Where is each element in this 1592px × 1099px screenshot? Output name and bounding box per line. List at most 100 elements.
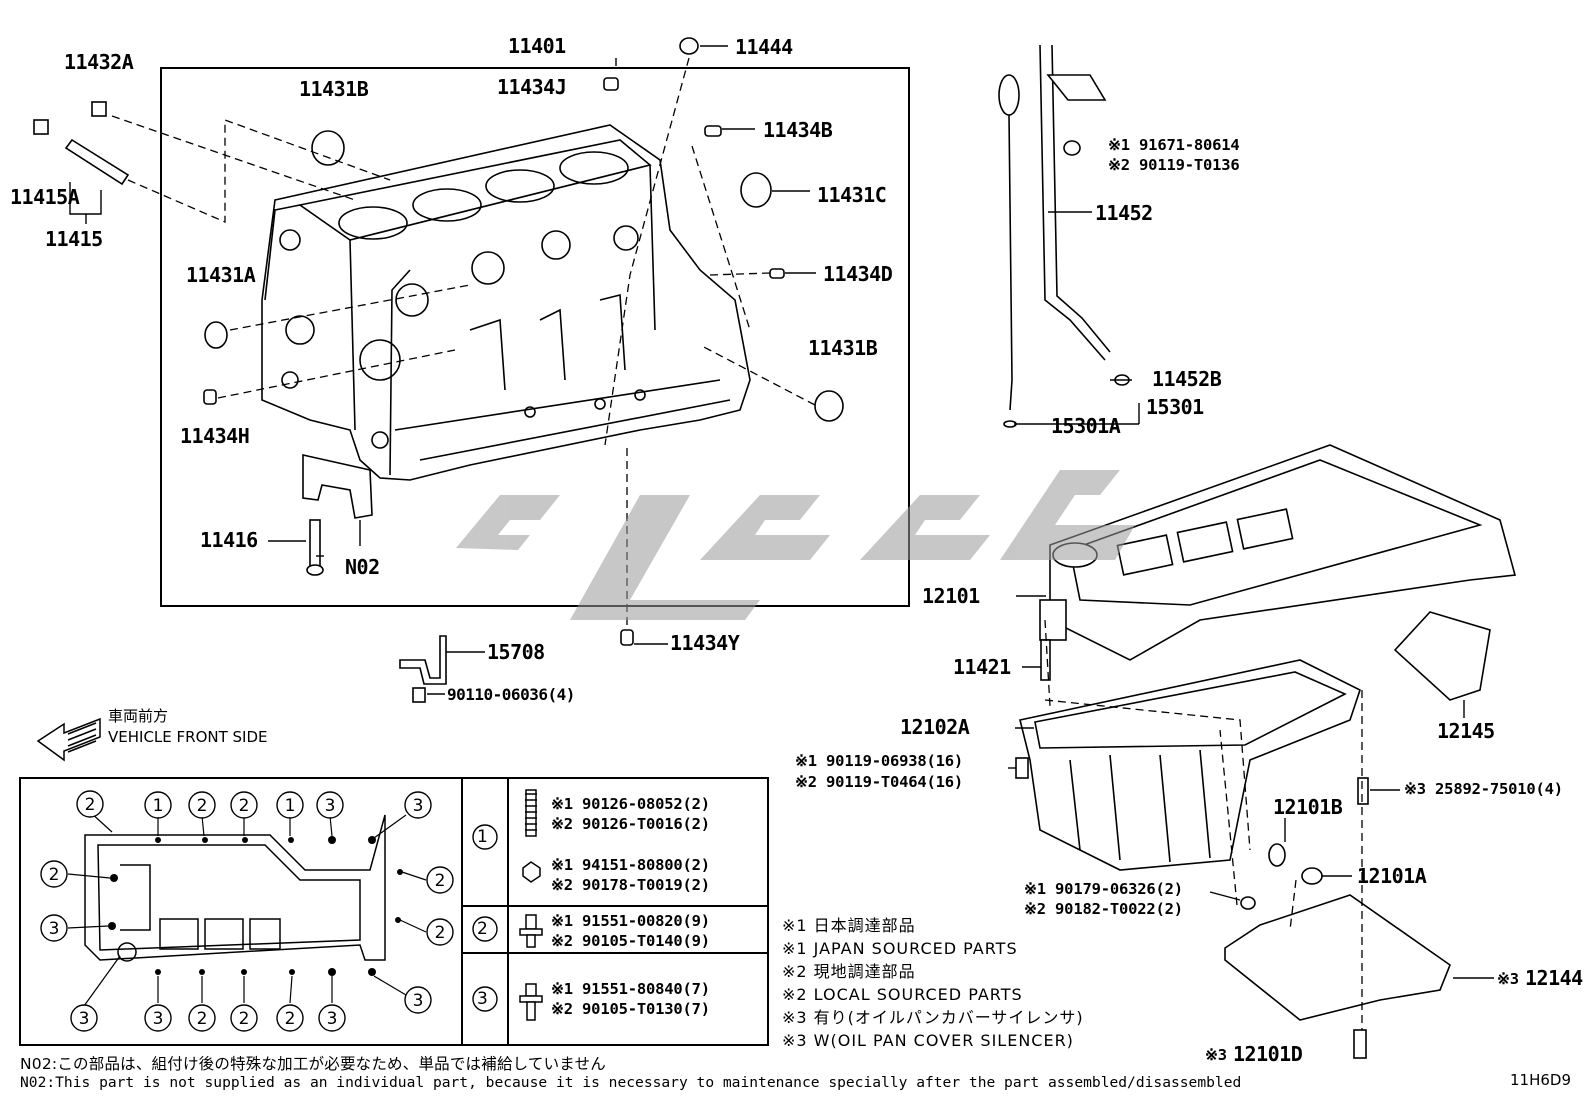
dipstick-bolt-japan: ※1 91671-80614 bbox=[1108, 136, 1240, 154]
bolt-callout-bottom-3: 2 bbox=[188, 1004, 216, 1032]
bolt-callout-number: 2 bbox=[239, 796, 250, 816]
part-15301: 15301 bbox=[1146, 395, 1204, 419]
drain-mark: ※3 bbox=[1205, 1046, 1227, 1064]
seal-11431B-drawing bbox=[814, 390, 844, 422]
stud-11421-drawing bbox=[1040, 639, 1051, 681]
bolt-callout-number: 3 bbox=[413, 991, 424, 1011]
bolt-callout-bottom-5: 2 bbox=[276, 1004, 304, 1032]
row1-stud-japan: ※1 90126-08052(2) bbox=[551, 795, 710, 813]
bolt-callout-number: 3 bbox=[413, 796, 424, 816]
bolt-callout-number: 3 bbox=[327, 1009, 338, 1029]
bolt-callout-number: 2 bbox=[197, 1009, 208, 1029]
part-11401: 11401 bbox=[508, 34, 566, 58]
oil-pan-lower-drawing bbox=[1019, 659, 1361, 871]
plug-11431C-drawing bbox=[740, 172, 772, 208]
row3-bolt-local: ※2 90105-T0130(7) bbox=[551, 1000, 710, 1018]
part-15301A: 15301A bbox=[1051, 414, 1121, 438]
bolt-callout-bottom-2: 3 bbox=[144, 1004, 172, 1032]
part-12145: 12145 bbox=[1437, 719, 1495, 743]
table-row1-mark: 1 bbox=[477, 827, 488, 847]
pan-nut-japan: ※1 90179-06326(2) bbox=[1024, 880, 1183, 898]
bolt-callout-left-2: 3 bbox=[40, 914, 68, 942]
dipstick-drawing bbox=[998, 44, 1130, 428]
note-n02-jp: N02:この部品は、組付け後の特殊な加工が必要なため、単品では補給していません bbox=[20, 1055, 606, 1073]
seal-11431A-drawing bbox=[204, 321, 228, 349]
pin-11434J-drawing bbox=[603, 77, 619, 91]
part-11431A: 11431A bbox=[186, 263, 256, 287]
leader-lines bbox=[69, 45, 1494, 979]
part-11434H: 11434H bbox=[180, 424, 250, 448]
part-11434J: 11434J bbox=[497, 75, 567, 99]
nut-pan-drawing bbox=[1240, 896, 1256, 910]
table-row3-mark: 3 bbox=[477, 989, 488, 1009]
bolt-callout-right-2: 2 bbox=[426, 918, 454, 946]
legend-line-6: ※3 W(OIL PAN COVER SILENCER) bbox=[782, 1031, 1074, 1050]
bolt-holes bbox=[108, 836, 403, 976]
part-12101B: 12101B bbox=[1273, 795, 1343, 819]
bolt-callout-top-6: 3 bbox=[316, 791, 344, 819]
part-11452: 11452 bbox=[1095, 201, 1153, 225]
pan-bolt-local: ※2 90119-T0464(16) bbox=[795, 773, 964, 791]
pin-11434Y-drawing bbox=[620, 629, 634, 646]
bolt-callout-number: 2 bbox=[197, 796, 208, 816]
row1-stud-local: ※2 90126-T0016(2) bbox=[551, 815, 710, 833]
table-fastener-icons bbox=[519, 789, 543, 1021]
part-12101D: 12101D bbox=[1233, 1042, 1303, 1066]
legend-line-4: ※2 LOCAL SOURCED PARTS bbox=[782, 985, 1023, 1004]
row1-nut-local: ※2 90178-T0019(2) bbox=[551, 876, 710, 894]
part-11434D: 11434D bbox=[823, 262, 893, 286]
bolt-callout-bottom-6: 3 bbox=[318, 1004, 346, 1032]
bolt-map-drawing bbox=[84, 814, 386, 962]
bolt-callout-number: 3 bbox=[79, 1009, 90, 1029]
part-11452B: 11452B bbox=[1152, 367, 1222, 391]
bolt-callout-number: 2 bbox=[49, 865, 60, 885]
legend-line-5: ※3 有り(オイルパンカバーサイレンサ) bbox=[782, 1008, 1084, 1027]
bolt-callout-top-1: 2 bbox=[76, 790, 104, 818]
bolt-11416-drawing bbox=[306, 519, 324, 576]
bolt-callout-bottom-1: 3 bbox=[70, 1004, 98, 1032]
part-12102A: 12102A bbox=[900, 715, 970, 739]
part-N02: N02 bbox=[345, 555, 380, 579]
dashed-lines bbox=[111, 57, 1363, 1030]
bolt-callout-top-4: 2 bbox=[230, 791, 258, 819]
pin-11434B-drawing bbox=[704, 125, 722, 137]
part-11431C: 11431C bbox=[817, 183, 887, 207]
part-11432A: 11432A bbox=[64, 50, 134, 74]
legend: ※1 日本調達部品 ※1 JAPAN SOURCED PARTS ※2 現地調達… bbox=[782, 914, 1084, 1052]
cover-12145-drawing bbox=[1393, 611, 1491, 701]
table-row2-mark: 2 bbox=[477, 919, 488, 939]
row1-nut-japan: ※1 94151-80800(2) bbox=[551, 856, 710, 874]
row2-bolt-local: ※2 90105-T0140(9) bbox=[551, 932, 710, 950]
bolt-callout-number: 3 bbox=[49, 919, 60, 939]
row2-bolt-japan: ※1 91551-00820(9) bbox=[551, 912, 710, 930]
legend-line-1: ※1 日本調達部品 bbox=[782, 916, 916, 935]
bearing-cap-drawing bbox=[302, 454, 373, 519]
part-15708: 15708 bbox=[487, 640, 545, 664]
cylinder-block-drawing bbox=[261, 124, 751, 481]
bolt-callout-number: 2 bbox=[435, 923, 446, 943]
part-11416: 11416 bbox=[200, 528, 258, 552]
watermark bbox=[456, 470, 1135, 620]
block-group-frame bbox=[160, 67, 910, 607]
bolt-callout-top-3: 2 bbox=[188, 791, 216, 819]
part-12101A: 12101A bbox=[1357, 864, 1427, 888]
silencer-12144-drawing bbox=[1224, 894, 1451, 1021]
plug-12101D-drawing bbox=[1353, 1029, 1367, 1059]
bolt-callout-right-1: 2 bbox=[426, 866, 454, 894]
part-11431B-top: 11431B bbox=[299, 77, 369, 101]
stud-25892-drawing bbox=[1357, 777, 1369, 805]
diagram-id: 11H6D9 bbox=[1510, 1071, 1572, 1089]
pipe-15708-drawing bbox=[399, 635, 447, 703]
part-11444: 11444 bbox=[735, 35, 793, 59]
vehicle-front-en: VEHICLE FRONT SIDE bbox=[108, 728, 268, 746]
part-11421: 11421 bbox=[953, 655, 1011, 679]
bolt-callout-top-7: 3 bbox=[404, 791, 432, 819]
bolt-callout-number: 3 bbox=[325, 796, 336, 816]
cover-12144-mark: ※3 bbox=[1497, 970, 1519, 988]
bolt-callout-number: 2 bbox=[435, 871, 446, 891]
pan-bolt-japan: ※1 90119-06938(16) bbox=[795, 752, 964, 770]
bolt-callout-number: 2 bbox=[239, 1009, 250, 1029]
